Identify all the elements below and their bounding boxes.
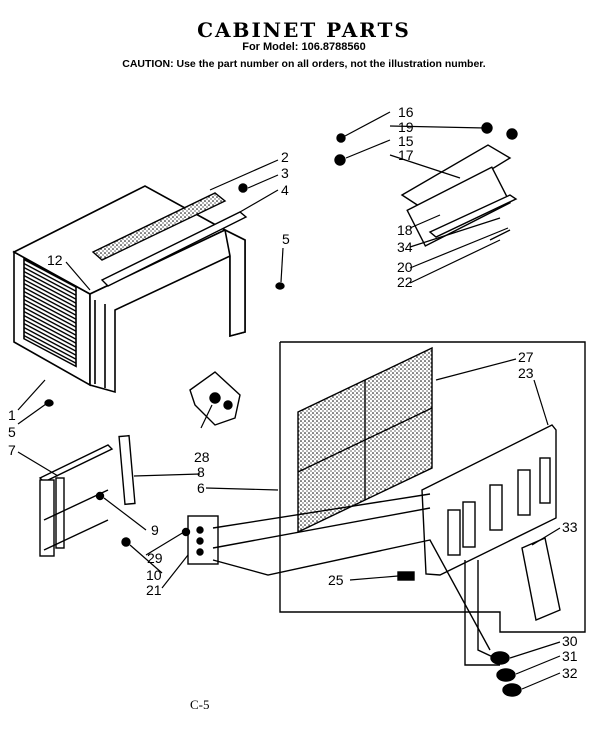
callout-22: 22 xyxy=(397,274,413,290)
callout-17: 17 xyxy=(398,147,414,163)
callout-21: 21 xyxy=(146,582,162,598)
callout-20: 20 xyxy=(397,259,413,275)
callout-2: 2 xyxy=(281,149,289,165)
callout-15: 15 xyxy=(398,133,414,149)
callout-32: 32 xyxy=(562,665,578,681)
callout-33: 33 xyxy=(562,519,578,535)
callout-6: 6 xyxy=(197,480,205,496)
callout-34: 34 xyxy=(397,239,413,255)
callout-18: 18 xyxy=(397,222,413,238)
side-panel-curtain xyxy=(38,434,136,557)
callout-25: 25 xyxy=(328,572,344,588)
cabinet-shell xyxy=(12,185,246,394)
callout-27: 27 xyxy=(518,349,534,365)
callout-10: 10 xyxy=(146,567,162,583)
callout-5b: 5 xyxy=(8,424,16,440)
top-channel-parts xyxy=(44,183,285,407)
callout-12: 12 xyxy=(47,252,63,268)
callout-16: 16 xyxy=(398,104,414,120)
callout-9: 9 xyxy=(151,522,159,538)
front-panel-group xyxy=(181,341,586,697)
callout-3: 3 xyxy=(281,165,289,181)
callout-23: 23 xyxy=(518,365,534,381)
caution-note: CAUTION: Use the part number on all orde… xyxy=(122,58,486,70)
callout-8: 8 xyxy=(197,464,205,480)
page-title: CABINET PARTS xyxy=(197,18,411,42)
callout-numbers: 2 3 4 5 12 1 5 7 16 19 15 17 18 34 20 22… xyxy=(8,104,578,681)
callout-7: 7 xyxy=(8,442,16,458)
page-code: C-5 xyxy=(190,697,210,712)
control-panel-assembly xyxy=(334,122,518,247)
clip-part xyxy=(189,371,241,426)
callout-leader-lines xyxy=(17,111,561,690)
callout-1: 1 xyxy=(8,407,16,423)
callout-4: 4 xyxy=(281,182,289,198)
callout-30: 30 xyxy=(562,633,578,649)
callout-19: 19 xyxy=(398,119,414,135)
callout-28: 28 xyxy=(194,449,210,465)
callout-5: 5 xyxy=(282,231,290,247)
model-number: For Model: 106.8788560 xyxy=(242,41,366,53)
callout-31: 31 xyxy=(562,648,578,664)
callout-29: 29 xyxy=(147,550,163,566)
